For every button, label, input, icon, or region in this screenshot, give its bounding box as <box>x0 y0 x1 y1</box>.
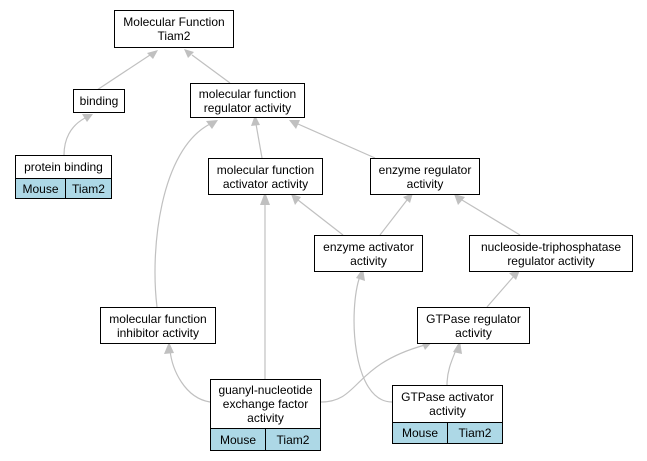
node-label-line: Molecular Function <box>123 15 225 29</box>
edge-enzyme-activator-to-activator <box>297 199 344 236</box>
arrow-binding-to-root <box>147 50 158 59</box>
gene-label: Tiam2 <box>276 432 310 447</box>
gene-label: Tiam2 <box>72 181 105 196</box>
node-gtpase-regulator-activity[interactable]: GTPase regulator activity <box>417 307 530 344</box>
node-protein-binding[interactable]: protein binding <box>15 155 112 179</box>
annotation-gene: Tiam2 <box>65 178 112 199</box>
annotation-gene: Tiam2 <box>265 428 321 451</box>
node-label-line: activity <box>406 176 444 191</box>
species-label: Mouse <box>22 181 59 196</box>
node-gtpase-activator-activity[interactable]: GTPase activator activity <box>392 385 503 423</box>
arrow-enzyme-regulator-to-regulator <box>289 120 300 129</box>
arrow-inhibitor-to-regulator <box>206 120 218 129</box>
node-label-line: activity <box>429 404 466 418</box>
node-molecular-function-regulator-activity[interactable]: molecular function regulator activity <box>190 83 305 118</box>
node-label-line: activator activity <box>222 176 309 191</box>
edge-inhibitor-to-regulator <box>154 123 211 308</box>
node-nucleoside-triphosphatase-regulator-activity[interactable]: nucleoside-triphosphatase regulator acti… <box>469 235 633 272</box>
node-molecular-function-inhibitor-activity[interactable]: molecular function inhibitor activity <box>100 307 216 344</box>
node-label-line: enzyme activator <box>323 239 414 254</box>
node-label-line: exchange factor <box>222 397 309 411</box>
node-label-line: GTPase regulator <box>426 311 521 326</box>
node-guanyl-nucleotide-exchange-factor-activity[interactable]: guanyl-nucleotide exchange factor activi… <box>210 379 321 429</box>
node-label-line: nucleoside-triphosphatase <box>480 239 622 254</box>
edge-gnef-to-inhibitor <box>169 349 211 403</box>
node-binding[interactable]: binding <box>73 89 125 113</box>
gene-label: Tiam2 <box>458 426 492 440</box>
arrow-gnef-to-activator <box>260 192 270 205</box>
edge-enzyme-activator-to-enzyme-regulator <box>379 199 408 236</box>
node-label-line: molecular function <box>109 311 207 326</box>
edge-enzyme-regulator-to-regulator <box>297 123 376 159</box>
species-label: Mouse <box>219 432 257 447</box>
arrow-enzyme-activator-to-activator <box>291 194 301 205</box>
node-label-line: activity <box>455 325 492 340</box>
node-label-line: binding <box>79 94 119 108</box>
node-molecular-function-root[interactable]: Molecular Function Tiam2 <box>114 10 234 48</box>
node-label-line: activity <box>350 253 387 268</box>
arrow-activator-to-regulator <box>251 115 260 126</box>
annotation-gene: Tiam2 <box>447 422 503 444</box>
node-enzyme-activator-activity[interactable]: enzyme activator activity <box>314 235 423 272</box>
node-molecular-function-activator-activity[interactable]: molecular function activator activity <box>208 158 323 195</box>
arrow-enzyme-activator-to-enzyme-regulator <box>403 193 413 203</box>
node-label-line: protein binding <box>24 160 103 174</box>
edge-gtpase-regulator-to-ntpase <box>486 275 515 308</box>
node-label-line: Tiam2 <box>157 29 191 43</box>
annotation-species: Mouse <box>392 422 448 444</box>
node-label-line: activity <box>247 411 284 425</box>
arrow-gnef-to-inhibitor <box>164 342 174 354</box>
arrow-protein-binding-to-binding <box>82 114 93 122</box>
node-label-line: inhibitor activity <box>116 325 199 340</box>
node-label-line: regulator activity <box>507 253 595 268</box>
arrow-gtpase-regulator-to-ntpase <box>509 270 520 280</box>
node-label-line: regulator activity <box>203 100 292 115</box>
node-label-line: guanyl-nucleotide <box>218 383 313 397</box>
arrow-ntpase-to-enzyme-regulator <box>454 194 465 205</box>
edge-binding-to-root <box>96 54 151 91</box>
annotation-species: Mouse <box>210 428 266 451</box>
arrow-gtpase-activator-to-gtpase-regulator <box>453 341 462 354</box>
node-label-line: molecular function <box>216 162 315 177</box>
edge-ntpase-to-enzyme-regulator <box>461 199 521 236</box>
node-label-line: molecular function <box>198 86 297 101</box>
node-label-line: enzyme regulator <box>378 162 472 177</box>
edge-activator-to-regulator <box>255 123 263 159</box>
annotation-species: Mouse <box>15 178 66 199</box>
edge-regulator-to-root <box>191 54 231 84</box>
species-label: Mouse <box>401 426 439 440</box>
node-label-line: GTPase activator <box>401 390 494 404</box>
edge-gtpase-activator-to-enzyme-activator <box>353 275 393 403</box>
arrow-regulator-to-root <box>184 49 194 58</box>
edge-protein-binding-to-binding <box>63 117 86 156</box>
node-enzyme-regulator-activity[interactable]: enzyme regulator activity <box>370 158 480 195</box>
edge-gnef-to-gtpase-regulator <box>320 344 426 403</box>
